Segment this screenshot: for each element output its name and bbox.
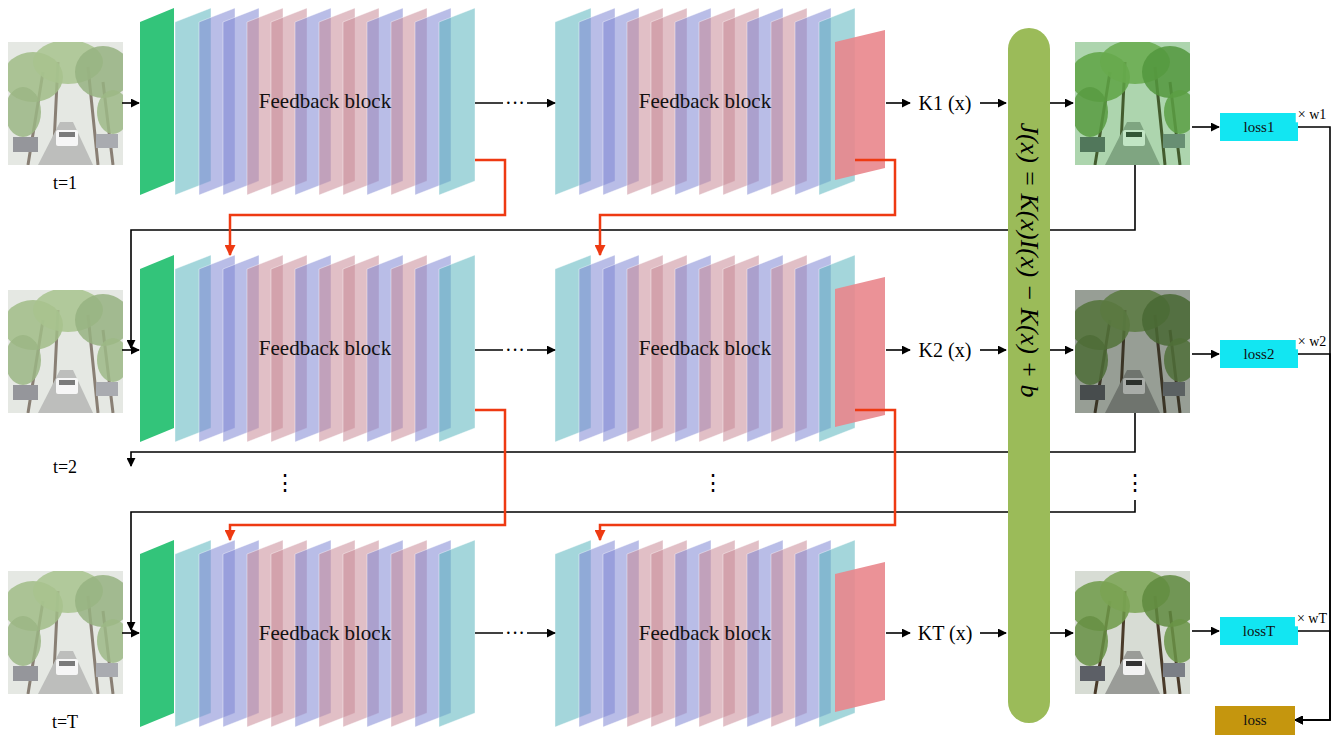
illustration-part (131, 165, 1135, 348)
node-text: Feedback block (259, 336, 391, 361)
ellipsis: ⋮ (274, 470, 296, 495)
node-text: Feedback block (259, 621, 391, 646)
illustration-part (886, 102, 910, 104)
node-text: Feedback block (259, 89, 391, 114)
node-text: loss (1243, 712, 1266, 729)
node-text: loss1 (1244, 119, 1275, 136)
illustration-part (3, 40, 131, 165)
loss-box: loss1 (1220, 113, 1298, 141)
feedback-arrow (600, 410, 895, 540)
flow-arrow (1295, 354, 1330, 720)
illustration-part (980, 632, 1006, 634)
illustration-part (835, 30, 885, 180)
illustration-part (835, 277, 885, 427)
illustration-part (8, 571, 123, 694)
illustration-part (175, 540, 475, 727)
loss-weight: × w1 (1296, 107, 1329, 122)
output-images (1070, 40, 1198, 694)
feedback-arrow (600, 160, 895, 255)
illustration-part (131, 500, 1135, 630)
illustration-part (1070, 569, 1198, 694)
feedback-block: Feedback block (555, 540, 855, 727)
illustration-part (175, 255, 475, 442)
illustration-part (8, 42, 123, 165)
time-step-label: t=1 (53, 173, 77, 194)
node-text: loss2 (1244, 346, 1275, 363)
red-output-layers (835, 30, 885, 712)
feedback-block: Feedback block (175, 540, 475, 727)
feedback-block: Feedback block (555, 8, 855, 195)
illustration-part (122, 102, 139, 104)
loss-weight: × w2 (1296, 334, 1329, 349)
illustration-part (1075, 42, 1190, 165)
total-loss-box: loss (1215, 706, 1295, 735)
illustration-part (980, 102, 1006, 104)
loss-weight: × wT (1295, 611, 1329, 626)
node-text: Feedback block (639, 89, 771, 114)
block-slabs (175, 8, 855, 727)
illustration-part (3, 288, 131, 413)
illustration-part (1070, 288, 1198, 413)
flow-arrows (122, 103, 1219, 633)
illustration-part (555, 540, 855, 727)
kernel-label: K2 (x) (919, 339, 972, 362)
illustration-part (1050, 632, 1073, 634)
illustration-part (175, 8, 475, 195)
kernel-label: K1 (x) (919, 92, 972, 115)
feedback-arrow (230, 160, 505, 255)
ellipsis: ··· (503, 622, 527, 644)
formula-bar: J(x) = K(x)I(x) − K(x) + b (1008, 28, 1050, 723)
loss-box: loss2 (1220, 340, 1298, 368)
illustration-part (886, 632, 910, 634)
ellipsis: ⋮ (1124, 470, 1146, 495)
kernel-label: KT (x) (918, 622, 973, 645)
illustration-part (8, 290, 123, 413)
illustration-part (555, 8, 855, 195)
ellipsis: ··· (503, 339, 527, 361)
flow-arrow (1295, 127, 1330, 720)
illustration-part (3, 569, 131, 694)
loss-box: lossT (1220, 617, 1298, 645)
feedback-block: Feedback block (555, 255, 855, 442)
illustration-part (1050, 102, 1073, 104)
illustration-part (122, 349, 139, 351)
illustration-part (122, 632, 139, 634)
feedback-arrow (230, 410, 505, 540)
node-text: J(x) = K(x)I(x) − K(x) + b (1014, 123, 1044, 398)
illustration-part (140, 255, 174, 442)
time-step-label: t=2 (53, 457, 77, 478)
flow-arrow (1295, 631, 1330, 720)
illustration-part (1075, 290, 1190, 413)
feedback-block: Feedback block (175, 255, 475, 442)
node-text: Feedback block (639, 336, 771, 361)
ellipsis: ··· (503, 92, 527, 114)
illustration-part (140, 8, 174, 195)
illustration-part (980, 349, 1006, 351)
illustration-part (835, 562, 885, 712)
time-step-label: t=T (52, 712, 78, 733)
illustration-part (140, 540, 174, 727)
illustration-part (1050, 349, 1073, 351)
illustration-part (886, 349, 910, 351)
ellipsis: ⋮ (702, 470, 724, 495)
illustration-part (1192, 353, 1219, 355)
input-images (3, 40, 131, 694)
illustration-part (1070, 40, 1198, 165)
feedback-block: Feedback block (175, 8, 475, 195)
node-text: Feedback block (639, 621, 771, 646)
illustration-part (131, 413, 1135, 466)
illustration-part (1192, 126, 1219, 128)
green-input-layers (140, 8, 174, 727)
node-text: lossT (1243, 623, 1276, 640)
illustration-part (555, 255, 855, 442)
illustration-part (1192, 630, 1219, 632)
